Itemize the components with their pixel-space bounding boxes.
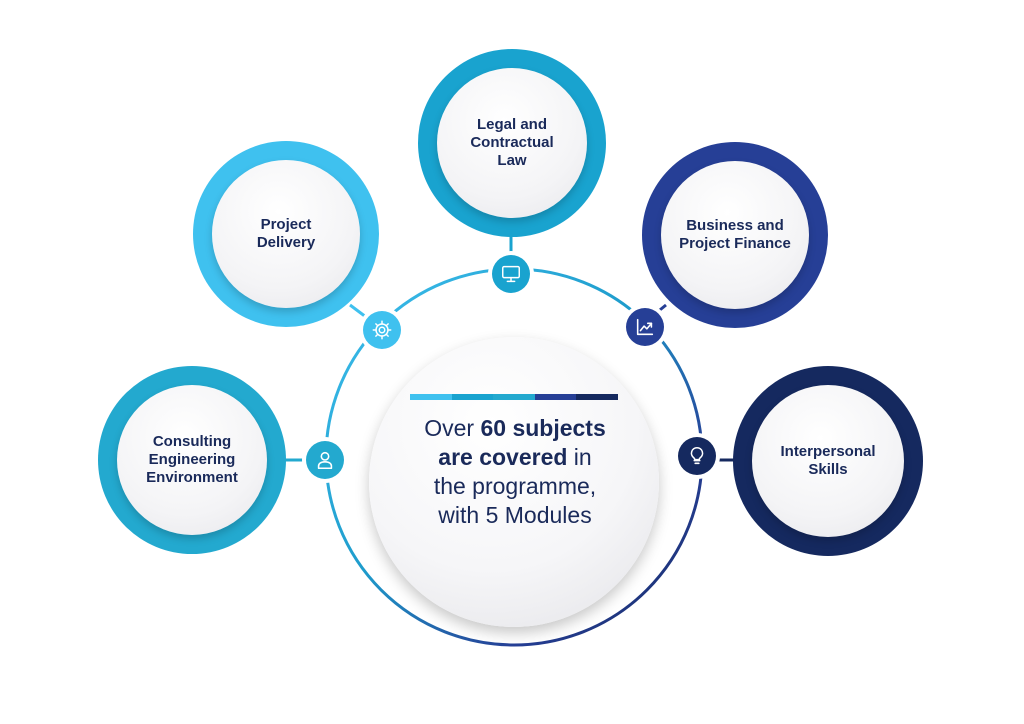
- center-summary-text: Over 60 subjects are covered in the prog…: [384, 414, 646, 530]
- module-business-project-finance: Business and Project Finance: [642, 142, 828, 328]
- module-label: Interpersonal Skills: [780, 443, 876, 478]
- center-text-bold: are covered: [438, 444, 568, 470]
- gear-icon: [363, 311, 401, 349]
- module-label: Legal and Contractual Law: [470, 116, 554, 169]
- center-color-bar: [410, 394, 618, 400]
- module-legal-contractual-law: Legal and Contractual Law: [418, 49, 606, 237]
- module-project-delivery: Project Delivery: [193, 141, 379, 327]
- user-icon: [306, 441, 344, 479]
- lightbulb-icon: [678, 437, 716, 475]
- module-consulting-engineering-environment: Consulting Engineering Environment: [98, 366, 286, 554]
- module-interpersonal-skills: Interpersonal Skills: [733, 366, 923, 556]
- module-label: Project Delivery: [256, 216, 316, 251]
- center-text-plain: Over: [424, 415, 481, 441]
- monitor-icon: [492, 255, 530, 293]
- center-text-bold: 60 subjects: [480, 415, 606, 441]
- module-label: Business and Project Finance: [679, 217, 791, 252]
- module-label: Consulting Engineering Environment: [146, 433, 238, 486]
- center-text-line: with 5 Modules: [438, 502, 592, 528]
- center-text-plain: in: [567, 444, 592, 470]
- chart-up-icon: [626, 308, 664, 346]
- center-disc: [369, 337, 659, 627]
- center-text-line: the programme,: [433, 473, 597, 499]
